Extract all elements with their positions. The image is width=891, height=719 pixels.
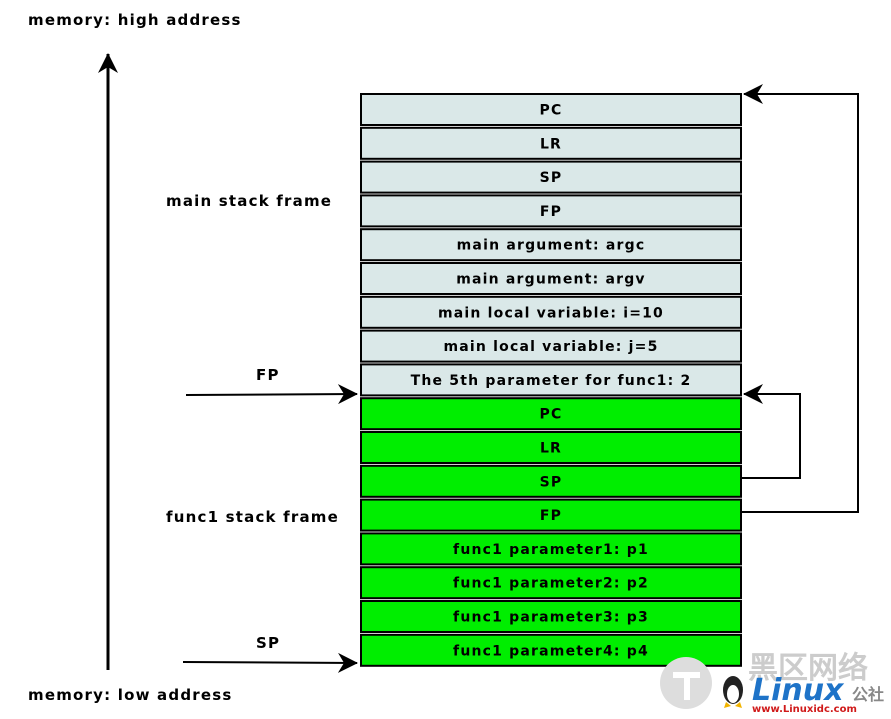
- fp-pointer-arrow: [185, 384, 358, 405]
- watermark-brand-text: Linux: [752, 673, 845, 708]
- high-address-label: memory: high address: [28, 11, 242, 29]
- func1-cell-label-8: func1 parameter4: p4: [453, 643, 649, 659]
- main-cell-label-8: main local variable: j=5: [443, 339, 658, 355]
- main-cell-label-7: main local variable: i=10: [438, 305, 664, 321]
- main-cell-label-9: The 5th parameter for func1: 2: [411, 373, 692, 389]
- main-cell-1: [360, 93, 742, 126]
- main-cell-label-3: SP: [540, 170, 563, 186]
- watermark-cn-text: 黑区网络: [748, 651, 868, 686]
- func1-cell-label-4: FP: [540, 508, 562, 524]
- main-cell-2: [360, 126, 742, 160]
- func1-frame-label: func1 stack frame: [166, 508, 339, 526]
- main-cell-label-6: main argument: argv: [456, 272, 646, 288]
- func1-cell-5: [360, 532, 742, 566]
- func1-cell-4: [360, 498, 742, 532]
- func1-cell-label-2: LR: [540, 441, 562, 457]
- func1-cell-label-7: func1 parameter3: p3: [453, 610, 649, 626]
- func1-cell-3: [360, 464, 742, 498]
- main-cell-6: [360, 262, 742, 295]
- saved-fp-link-arrow: [741, 84, 859, 513]
- main-frame-label: main stack frame: [166, 192, 332, 210]
- main-cell-label-2: LR: [540, 136, 562, 152]
- sp-pointer-arrow: [182, 652, 358, 673]
- main-cell-label-1: PC: [540, 103, 563, 119]
- main-cell-3: [360, 160, 742, 194]
- func1-cell-1: [360, 397, 742, 431]
- watermark-cn-small-text: 公社: [852, 685, 884, 704]
- watermark-logo: [660, 657, 743, 709]
- main-cell-label-5: main argument: argc: [457, 238, 646, 254]
- tux-feet: [724, 702, 742, 708]
- main-cell-8: [360, 329, 742, 363]
- main-cell-7: [360, 295, 742, 329]
- tux-belly: [727, 685, 739, 703]
- main-cell-4: [360, 194, 742, 228]
- main-cell-9: [360, 363, 742, 397]
- stack-cells: PC LR SP FP main argument: argc main argument…: [360, 93, 742, 667]
- func1-cell-6: [360, 566, 742, 600]
- func1-cell-label-6: func1 parameter2: p2: [453, 576, 649, 592]
- main-cell-label-4: FP: [540, 204, 562, 220]
- func1-cell-2: [360, 431, 742, 464]
- low-address-label: memory: low address: [28, 686, 233, 704]
- watermark-t-glyph: [673, 672, 700, 700]
- watermark-url-text: www.Linuxidc.com: [752, 704, 857, 715]
- sp-pointer-label: SP: [256, 634, 280, 652]
- func1-cell-7: [360, 600, 742, 633]
- func1-cell-label-3: SP: [540, 474, 563, 490]
- func1-cell-label-1: PC: [540, 407, 563, 423]
- fp-pointer-label: FP: [256, 366, 280, 384]
- saved-sp-link-arrow: [741, 384, 801, 479]
- func1-cell-label-5: func1 parameter1: p1: [453, 542, 649, 558]
- main-cell-5: [360, 228, 742, 262]
